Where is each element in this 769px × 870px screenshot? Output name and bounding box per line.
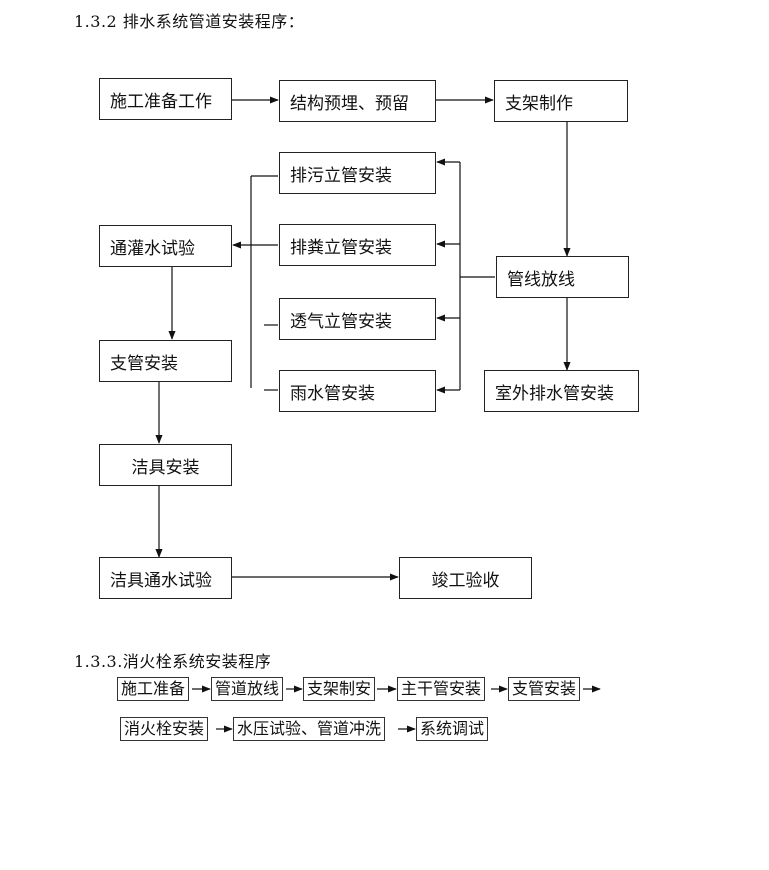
s2-step-main-pipe: 主干管安装 [397, 677, 486, 701]
section-heading-hydrant: 1.3.3.消火栓系统安装程序 [74, 652, 272, 671]
s2-step-hydrant-install: 消火栓安装 [120, 717, 209, 741]
node-vent-riser: 透气立管安装 [279, 298, 436, 340]
node-feces-riser: 排粪立管安装 [279, 224, 436, 266]
node-fill-water-test: 通灌水试验 [99, 225, 232, 267]
node-rain-pipe: 雨水管安装 [279, 370, 436, 412]
node-branch-install: 支管安装 [99, 340, 232, 382]
node-outdoor-drain: 室外排水管安装 [484, 370, 639, 412]
s2-step-system-debug: 系统调试 [416, 717, 489, 741]
node-structure-embed: 结构预埋、预留 [279, 80, 436, 122]
s2-step-branch-pipe: 支管安装 [508, 677, 581, 701]
section-heading-drainage: 1.3.2 排水系统管道安装程序： [74, 12, 305, 31]
node-completion-acceptance: 竣工验收 [399, 557, 532, 599]
node-bracket-fabrication: 支架制作 [494, 80, 628, 122]
node-fixture-water-test: 洁具通水试验 [99, 557, 232, 599]
node-construction-prep: 施工准备工作 [99, 78, 232, 120]
node-fixture-install: 洁具安装 [99, 444, 232, 486]
s2-step-pipe-layout: 管道放线 [211, 677, 284, 701]
s2-step-pressure-test: 水压试验、管道冲洗 [233, 717, 386, 741]
node-pipe-layout: 管线放线 [496, 256, 629, 298]
s2-step-construction-prep: 施工准备 [117, 677, 190, 701]
node-sewage-riser: 排污立管安装 [279, 152, 436, 194]
s2-step-bracket: 支架制安 [303, 677, 376, 701]
